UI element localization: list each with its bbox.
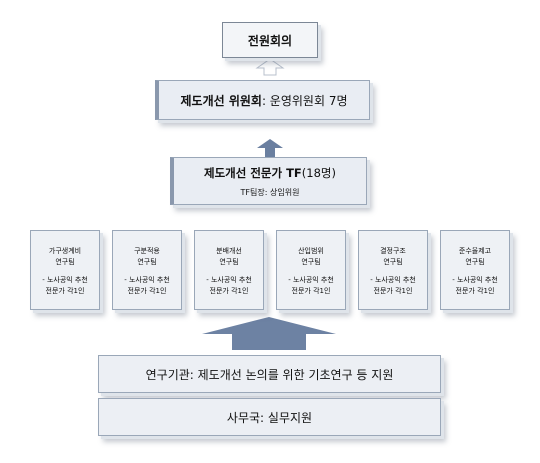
tf-count: (18명) [301,165,336,180]
arrow-up-to-teams [202,317,336,350]
tf-title: 제도개선 전문가 TF(18명) [204,165,336,181]
team-name: 분배개선 [216,247,242,255]
arrow-up-to-plenary [255,58,285,76]
committee-name: 제도개선 위원회 [180,93,262,108]
team-line: 전문가 각1인 [455,286,495,295]
team-line: - 노사공익 추천 [452,276,498,284]
committee-box: 제도개선 위원회: 운영위원회 7명 [155,80,370,120]
committee-detail: : 운영위원회 7명 [261,93,348,108]
team-line: 전문가 각1인 [45,286,85,295]
team-line: 전문가 각1인 [127,286,167,295]
team-line: - 노사공익 추천 [42,276,88,284]
team-subname: 연구팀 [55,257,75,266]
team-subname: 연구팀 [465,257,485,266]
team-name: 산입범위 [298,247,324,255]
team-subname: 연구팀 [219,257,239,266]
team-line: 전문가 각1인 [373,286,413,295]
plenary-label: 전원회의 [247,33,293,48]
team-line: 전문가 각1인 [209,286,249,295]
plenary-box: 전원회의 [222,22,318,58]
arrow-up-to-committee [257,139,283,157]
secretariat-box: 사무국: 실무지원 [98,398,441,436]
team-name: 결정구조 [380,247,406,255]
team-subname: 연구팀 [301,257,321,266]
tf-name: 제도개선 전문가 TF [204,165,302,180]
team-line: - 노사공익 추천 [370,276,416,284]
team-name: 구분적용 [134,247,160,255]
committee-text: 제도개선 위원회: 운영위원회 7명 [180,92,347,109]
tf-leader: TF팀장: 상임위원 [240,187,300,197]
team-name: 준수율제고 [458,247,492,255]
team-subname: 연구팀 [137,257,157,266]
team-line: 전문가 각1인 [291,286,331,295]
team-name: 가구생계비 [48,247,82,255]
team-line: - 노사공익 추천 [206,276,252,284]
team-subname: 연구팀 [383,257,403,266]
tf-box: 제도개선 전문가 TF(18명) TF팀장: 상임위원 [170,157,367,205]
research-institute-label: 연구기관: 제도개선 논의를 위한 기초연구 등 지원 [145,367,394,382]
research-institute-box: 연구기관: 제도개선 논의를 위한 기초연구 등 지원 [98,355,441,393]
team-line: - 노사공익 추천 [124,276,170,284]
team-line: - 노사공익 추천 [288,276,334,284]
secretariat-label: 사무국: 실무지원 [226,410,313,425]
